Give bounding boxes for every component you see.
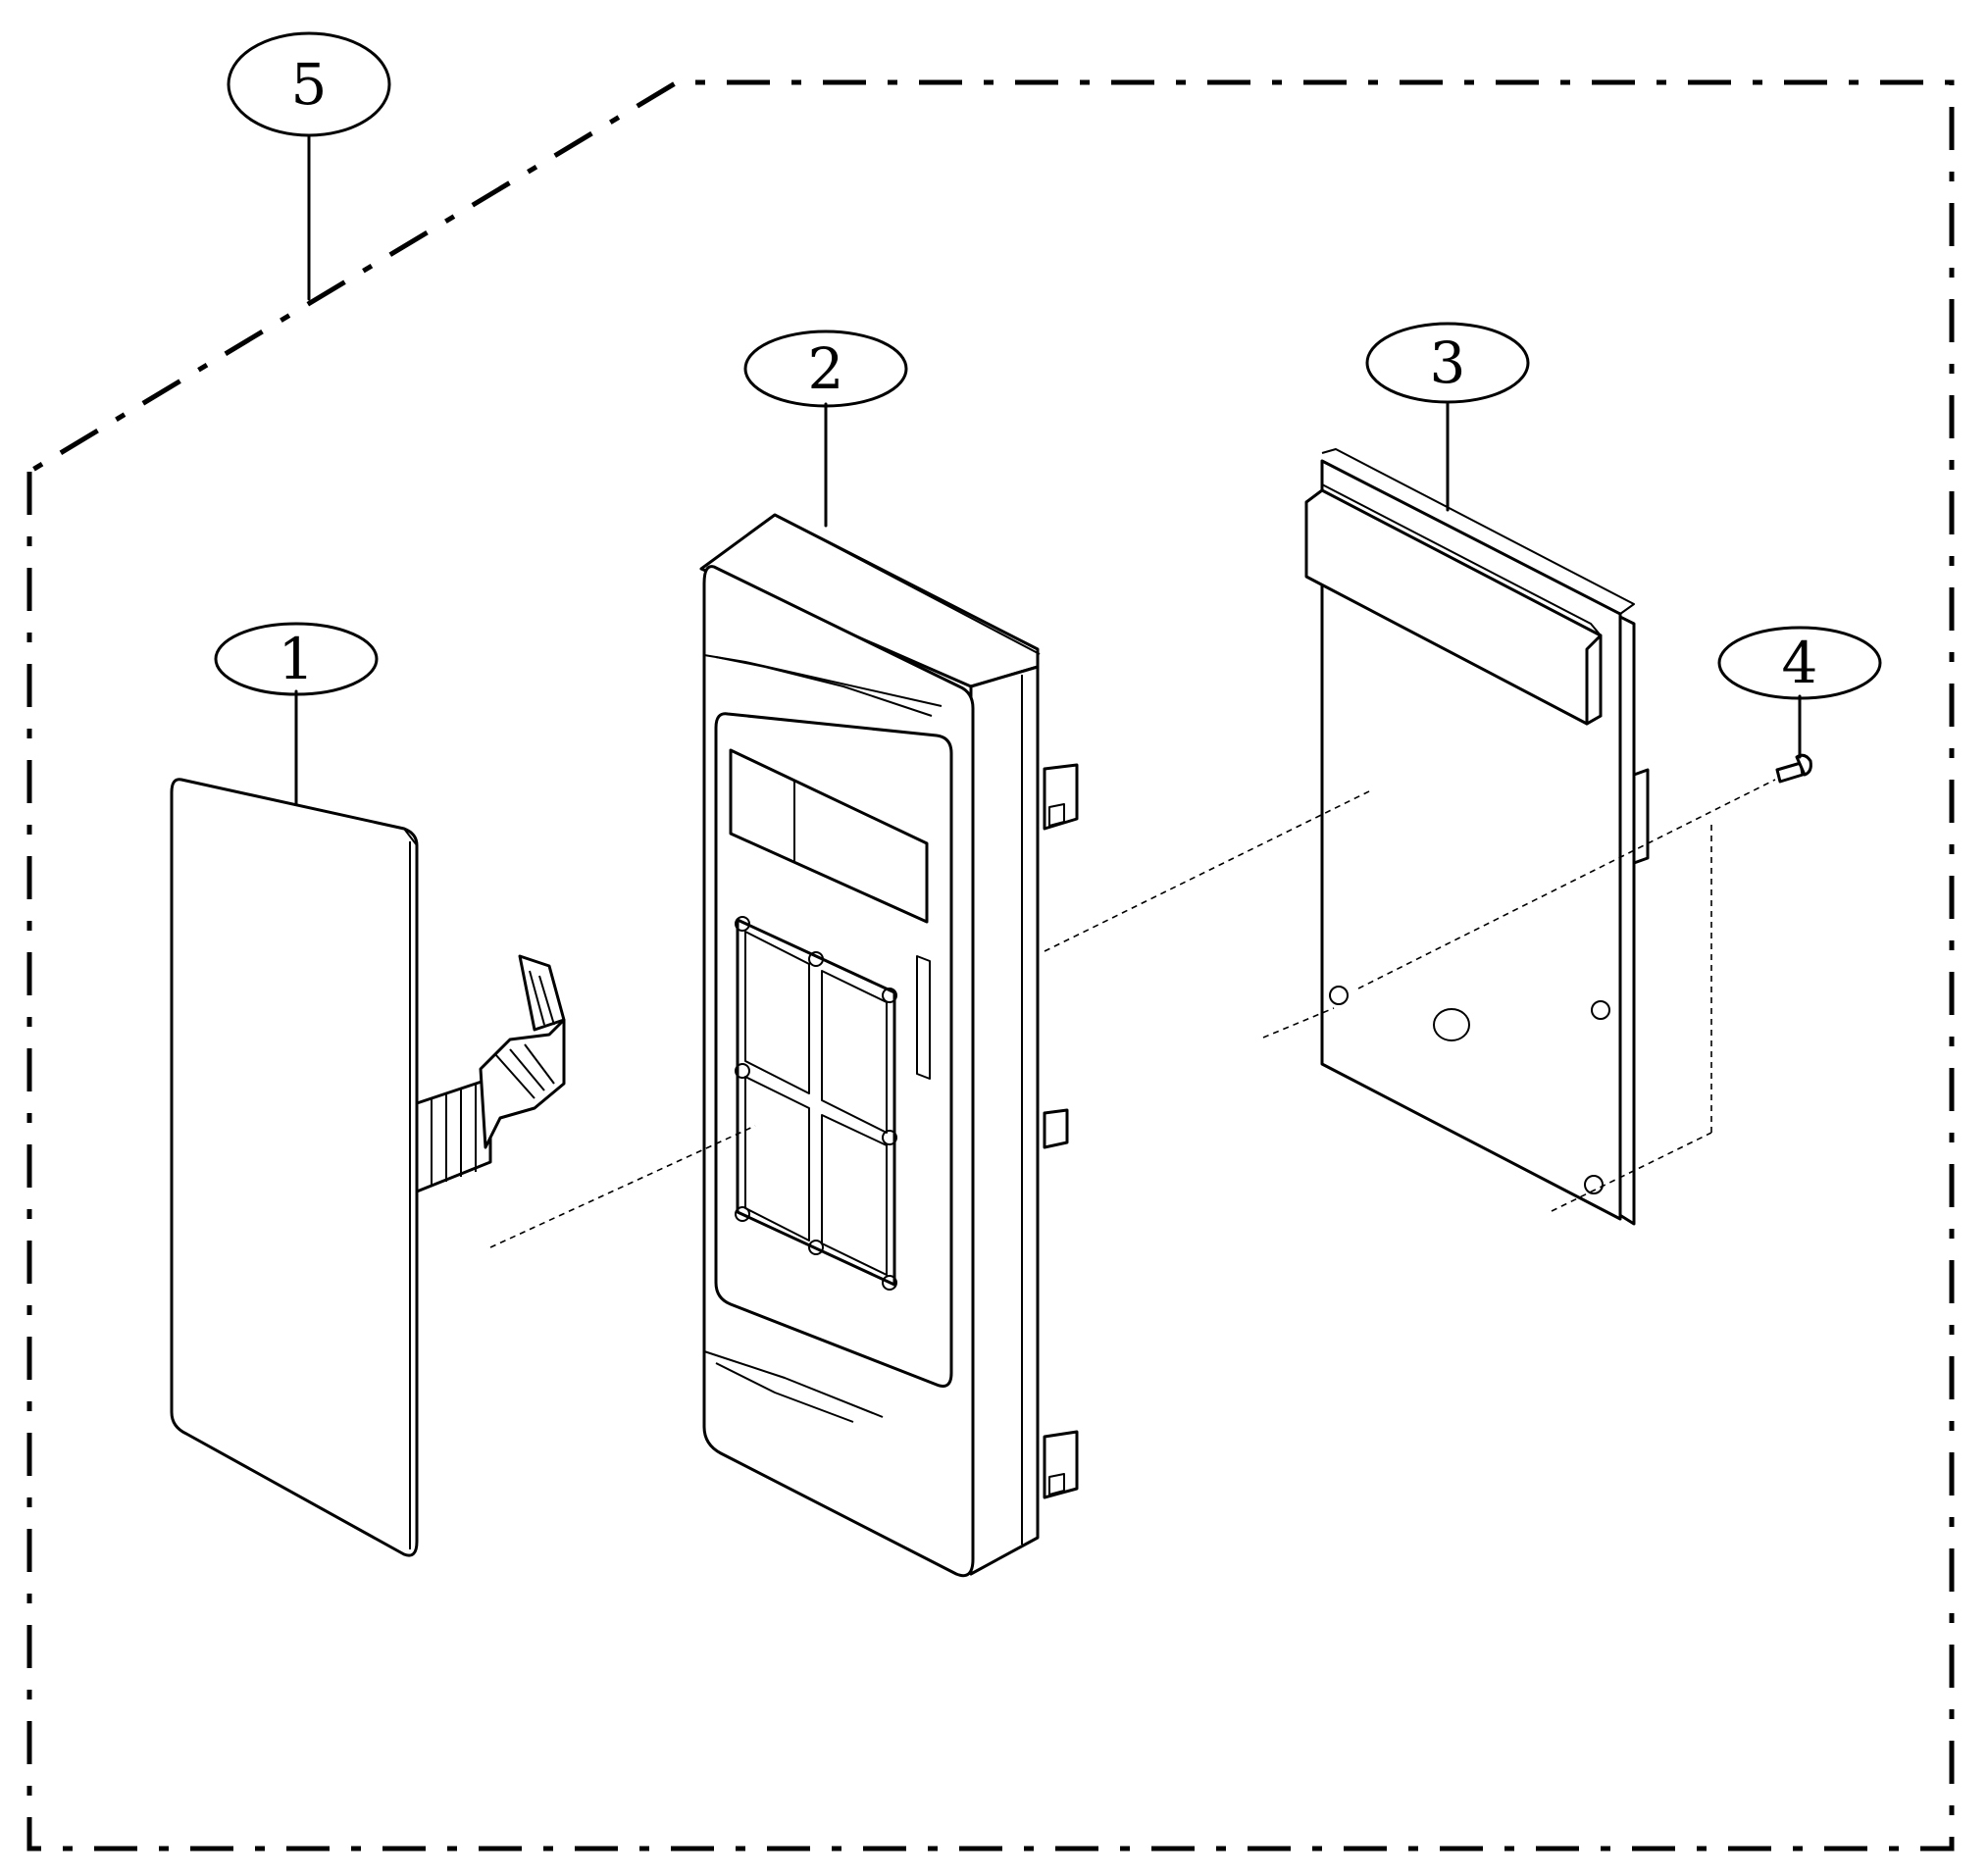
callout-5-label: 5 xyxy=(291,51,328,118)
callout-1: 1 xyxy=(214,622,379,696)
callout-4: 4 xyxy=(1717,626,1882,700)
callout-leaders xyxy=(294,135,1802,806)
part-1-membrane-switch xyxy=(170,778,566,1557)
flex-cable xyxy=(415,954,566,1193)
callout-3-label: 3 xyxy=(1430,330,1466,396)
assembly-guide-lines xyxy=(489,779,1776,1248)
callout-1-label: 1 xyxy=(279,626,315,692)
part-3-pcb xyxy=(1304,448,1650,1226)
callout-2-label: 2 xyxy=(808,335,844,402)
assembly-boundary xyxy=(26,79,1955,1851)
callout-4-label: 4 xyxy=(1782,630,1818,696)
callout-5: 5 xyxy=(227,31,391,137)
callout-3: 3 xyxy=(1365,322,1530,404)
callout-2: 2 xyxy=(743,330,908,408)
part-4-screw xyxy=(1775,753,1812,784)
keypad-grid xyxy=(735,916,897,1291)
part-2-control-panel xyxy=(699,513,1079,1578)
